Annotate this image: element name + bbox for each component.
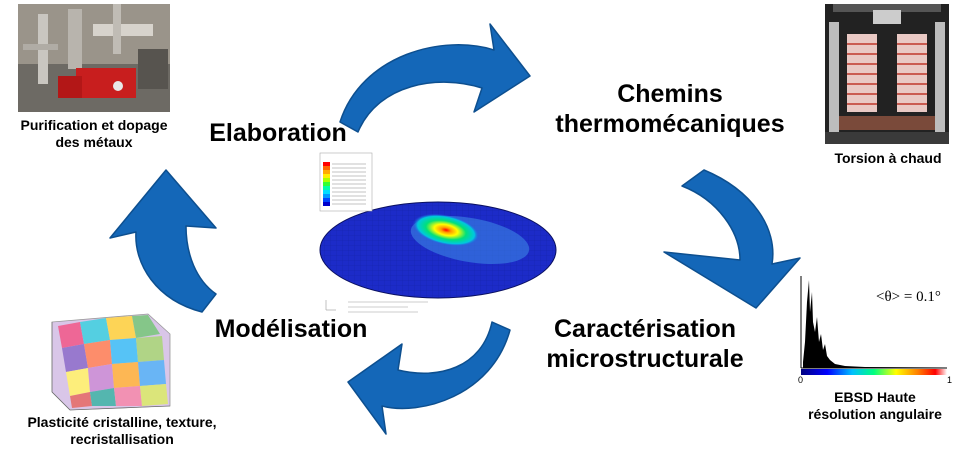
stage-label-elaboration: Elaboration — [209, 119, 347, 147]
arrow-chemins-to-caracterisation — [663, 169, 801, 309]
caption-purification: Purification et dopage des métaux — [4, 117, 184, 151]
stage-label-chemins: Chemins thermomécaniques — [540, 79, 800, 139]
histogram-annotation: <θ> = 0.1° — [876, 289, 941, 305]
histogram-axis-max: 1 — [947, 375, 953, 385]
fem-simulation-disk — [319, 152, 557, 313]
stage-label-modelisation: Modélisation — [214, 315, 368, 343]
caption-plasticite: Plasticité cristalline, texture, recrist… — [2, 414, 242, 448]
caption-plasticite-line1: Plasticité cristalline, texture, — [27, 414, 217, 430]
caption-plasticite-line2: recristallisation — [70, 431, 174, 447]
caption-purification-line2: des métaux — [55, 134, 133, 150]
histogram-axis-min: 0 — [798, 375, 804, 385]
arrow-caracterisation-to-modelisation — [347, 321, 511, 435]
arrow-elaboration-to-chemins — [339, 23, 531, 133]
stage-label-caracterisation: Caractérisation microstructurale — [530, 314, 760, 374]
photo-purification-equipment — [18, 4, 170, 112]
caption-ebsd: EBSD Haute résolution angulaire — [790, 389, 960, 423]
stage-label-caracterisation-line2: microstructurale — [546, 345, 744, 373]
stage-label-chemins-line1: Chemins — [617, 80, 723, 108]
image-microstructure-3d — [40, 306, 180, 414]
stage-label-caracterisation-line1: Caractérisation — [553, 315, 737, 343]
arrow-modelisation-to-elaboration — [109, 169, 217, 313]
caption-purification-line1: Purification et dopage — [20, 117, 168, 133]
stage-label-chemins-line2: thermomécaniques — [555, 110, 785, 138]
photo-torsion-machine — [825, 4, 949, 144]
caption-torsion: Torsion à chaud — [834, 150, 942, 166]
caption-ebsd-line1: EBSD Haute — [834, 389, 916, 405]
caption-ebsd-line2: résolution angulaire — [808, 406, 942, 422]
ebsd-histogram — [795, 272, 955, 387]
